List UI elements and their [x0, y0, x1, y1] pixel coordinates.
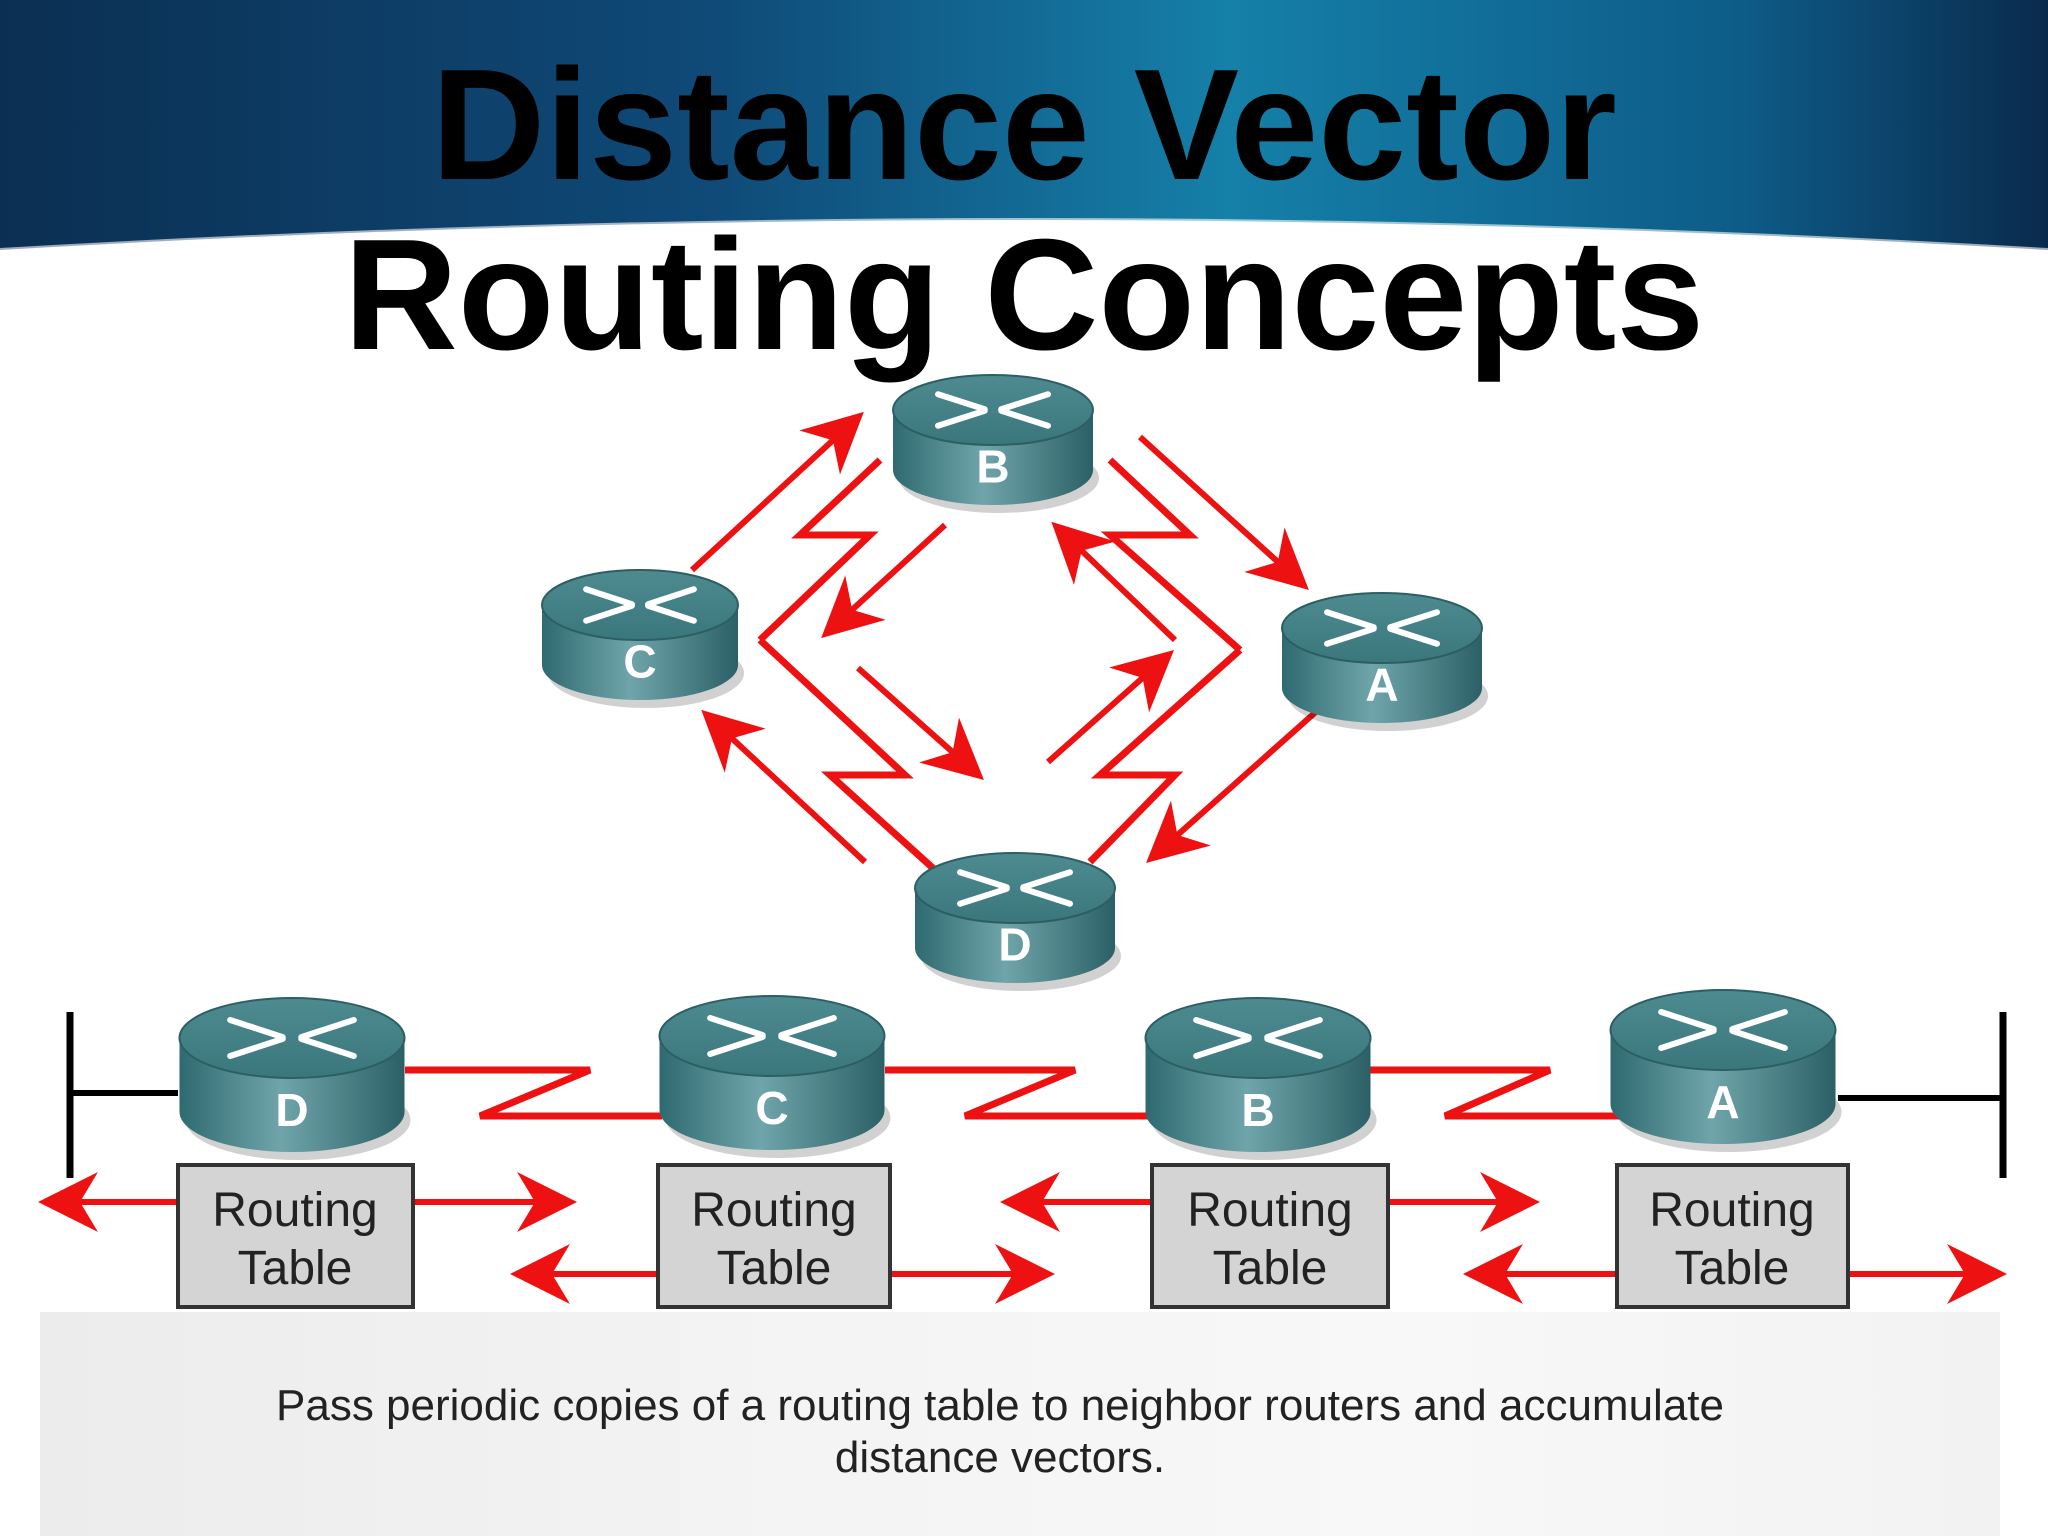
update-arrow-c-to-b [689, 411, 864, 573]
update-arrow-b-to-c [821, 522, 948, 639]
update-arrow-b-to-a [1137, 434, 1309, 591]
routing-table-label-line2: Table [717, 1242, 832, 1295]
update-arrow-c-to-d [856, 665, 984, 780]
update-arrow-d-to-c [701, 709, 868, 865]
title-line-1: Distance Vector [431, 37, 1617, 213]
router-label: C [623, 635, 656, 687]
update-arrow-d-to-a [1046, 650, 1174, 765]
header-band-edge [0, 218, 2048, 252]
slide-title: Distance Vector Routing Concepts [0, 40, 2048, 380]
router-arrows-icon [1324, 609, 1440, 647]
serial-link-b-a [1368, 1066, 1625, 1120]
router-label: C [755, 1082, 788, 1134]
slide-caption: Pass periodic copies of a routing table … [60, 1380, 1940, 1484]
routing-table-label-line2: Table [238, 1242, 353, 1295]
router-label: D [998, 918, 1031, 970]
serial-link-c-d [757, 637, 938, 873]
router-arrows-icon [935, 391, 1051, 429]
router-b-chain: B [1144, 997, 1377, 1160]
update-arrow-a-to-d [1146, 707, 1320, 863]
routing-table-c: Routing Table [656, 1163, 892, 1309]
router-a-chain: A [1609, 989, 1842, 1152]
title-line-2: Routing Concepts [343, 207, 1705, 383]
serial-link-a-d [1087, 647, 1243, 865]
header-band [0, 0, 2048, 250]
router-label: B [976, 440, 1009, 492]
routing-table-a: Routing Table [1615, 1163, 1850, 1309]
caption-band [40, 1312, 2000, 1536]
router-label: B [1241, 1084, 1274, 1136]
routing-table-label-line1: Routing [1187, 1184, 1352, 1237]
router-d-chain: D [178, 997, 411, 1160]
router-label: A [1706, 1076, 1739, 1128]
router-arrows-icon [583, 586, 697, 624]
router-arrows-icon [1193, 1017, 1323, 1059]
serial-link-b-c [757, 457, 883, 643]
serial-link-d-c [405, 1066, 662, 1120]
router-d-diamond: D [914, 852, 1121, 991]
router-c-chain: C [658, 995, 891, 1158]
routers-layer: B C A D D C B A [178, 374, 1842, 1160]
routing-table-d: Routing Table [176, 1163, 415, 1309]
router-arrows-icon [227, 1017, 357, 1059]
routing-table-b: Routing Table [1150, 1163, 1390, 1309]
routing-table-label-line2: Table [1675, 1242, 1790, 1295]
router-b-diamond: B [892, 374, 1099, 513]
serial-link-c-b [885, 1066, 1148, 1120]
serial-link-b-a [1100, 457, 1243, 653]
chain-topology: Routing Table Routing Table Routing Tabl… [37, 1012, 2007, 1309]
caption-line-1: Pass periodic copies of a routing table … [276, 1381, 1724, 1430]
router-arrows-icon [707, 1015, 837, 1057]
router-label: D [275, 1084, 308, 1136]
routing-table-label-line1: Routing [691, 1184, 856, 1237]
caption-line-2: distance vectors. [834, 1433, 1166, 1482]
router-arrows-icon [1658, 1009, 1788, 1051]
routing-table-label-line2: Table [1213, 1242, 1328, 1295]
router-arrows-icon [957, 869, 1073, 907]
router-a-diamond: A [1281, 592, 1488, 731]
diamond-topology [689, 411, 1320, 873]
routing-table-label-line1: Routing [212, 1184, 377, 1237]
update-arrow-d-to-b [1051, 521, 1178, 643]
router-c-diamond: C [541, 569, 744, 708]
routing-table-label-line1: Routing [1649, 1184, 1814, 1237]
router-label: A [1365, 658, 1398, 710]
